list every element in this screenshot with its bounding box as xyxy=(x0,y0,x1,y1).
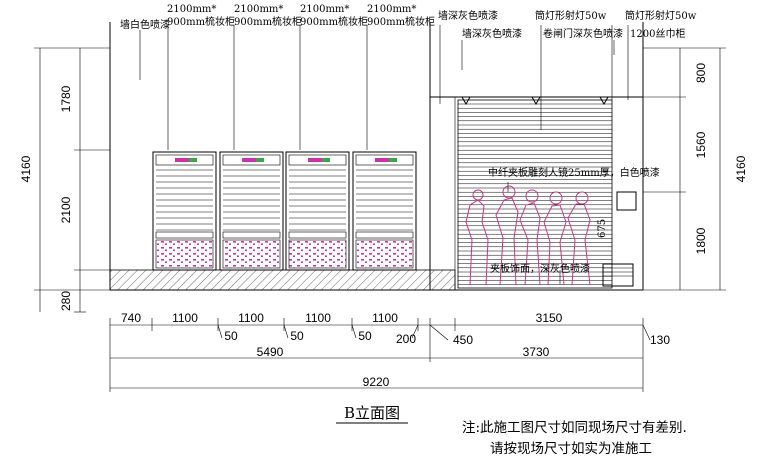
bottom-dimensions xyxy=(109,318,651,392)
dim-bottom-1100-d: 1100 xyxy=(372,311,398,325)
mannequin-figures xyxy=(465,185,591,286)
right-dimensions xyxy=(643,47,726,291)
dim-bottom-50-a: 50 xyxy=(224,329,238,343)
label-shutter: 卷闸门深灰色喷漆 xyxy=(543,27,623,40)
cabinet-size-a-1: 2100mm* xyxy=(167,4,216,15)
dim-bottom-50-b: 50 xyxy=(290,329,304,343)
note-line-1: 注:此施工图尺寸如同现场尺寸有差别. xyxy=(462,420,687,436)
dim-bottom-130: 130 xyxy=(650,333,670,347)
cabinet-3 xyxy=(285,151,350,271)
label-sign: 夹板饰面，深灰色喷漆 xyxy=(490,262,590,275)
dim-bottom-3730: 3730 xyxy=(523,345,550,359)
dim-right-800: 800 xyxy=(694,63,708,83)
dim-left-280: 280 xyxy=(59,291,73,311)
note-line-2: 请按现场尺寸如实为准施工 xyxy=(490,441,652,457)
dim-bottom-1100-b: 1100 xyxy=(238,311,264,325)
drawing-title: B立面图 xyxy=(344,404,400,422)
cabinet-1 xyxy=(152,151,217,271)
cabinet-size-b-4: 900mm梳妆柜 xyxy=(367,15,435,28)
label-sign-dim: 675 xyxy=(597,219,608,238)
cabinet-size-b-3: 900mm梳妆柜 xyxy=(300,15,368,28)
cabinet-4 xyxy=(352,151,417,271)
left-dimensions xyxy=(34,47,110,313)
side-panels xyxy=(602,191,637,287)
cabinet-size-a-2: 2100mm* xyxy=(234,4,283,15)
cabinet-group xyxy=(152,151,417,271)
label-wall-gray: 墙深灰色喷漆 xyxy=(462,27,522,40)
dim-right-1800: 1800 xyxy=(694,227,708,254)
label-spotlight-2: 筒灯形射灯50w xyxy=(625,9,697,22)
dim-left-1780: 1780 xyxy=(59,85,73,112)
dim-right-4160: 4160 xyxy=(734,155,748,182)
leader-lines xyxy=(139,25,629,284)
dim-bottom-5490: 5490 xyxy=(257,345,284,359)
label-board: 中纤夹板雕刻人镜25mm厚，白色喷漆 xyxy=(488,166,660,179)
spotlight-fixtures xyxy=(461,96,609,106)
dim-left-4160: 4160 xyxy=(19,155,33,182)
floor-base xyxy=(109,269,456,291)
dim-bottom-200: 200 xyxy=(396,332,416,346)
label-spotlight: 筒灯形射灯50w xyxy=(535,9,607,22)
label-wall-white: 墙白色喷漆 xyxy=(120,18,170,31)
cabinet-labels: 2100mm*900mm梳妆柜2100mm*900mm梳妆柜2100mm*900… xyxy=(167,4,435,28)
cabinet-size-a-4: 2100mm* xyxy=(367,4,416,15)
dim-right-1560: 1560 xyxy=(694,131,708,158)
label-wall-dark: 墙深灰色喷漆 xyxy=(438,9,498,22)
dim-bottom-740: 740 xyxy=(121,311,141,325)
cabinet-size-b-1: 900mm梳妆柜 xyxy=(167,15,235,28)
dim-bottom-3150: 3150 xyxy=(536,311,563,325)
dim-bottom-1100-c: 1100 xyxy=(305,311,331,325)
dim-bottom-50-c: 50 xyxy=(358,329,372,343)
cabinet-size-b-2: 900mm梳妆柜 xyxy=(234,15,302,28)
label-towel-cabinet: 1200丝巾柜 xyxy=(630,27,685,40)
dim-left-2100: 2100 xyxy=(59,196,73,223)
dim-bottom-9220: 9220 xyxy=(363,375,390,389)
roller-shutter xyxy=(457,99,613,289)
cabinet-size-a-3: 2100mm* xyxy=(300,4,349,15)
cabinet-2 xyxy=(219,151,284,271)
dim-bottom-1100-a: 1100 xyxy=(172,311,198,325)
dim-bottom-450: 450 xyxy=(453,333,473,347)
